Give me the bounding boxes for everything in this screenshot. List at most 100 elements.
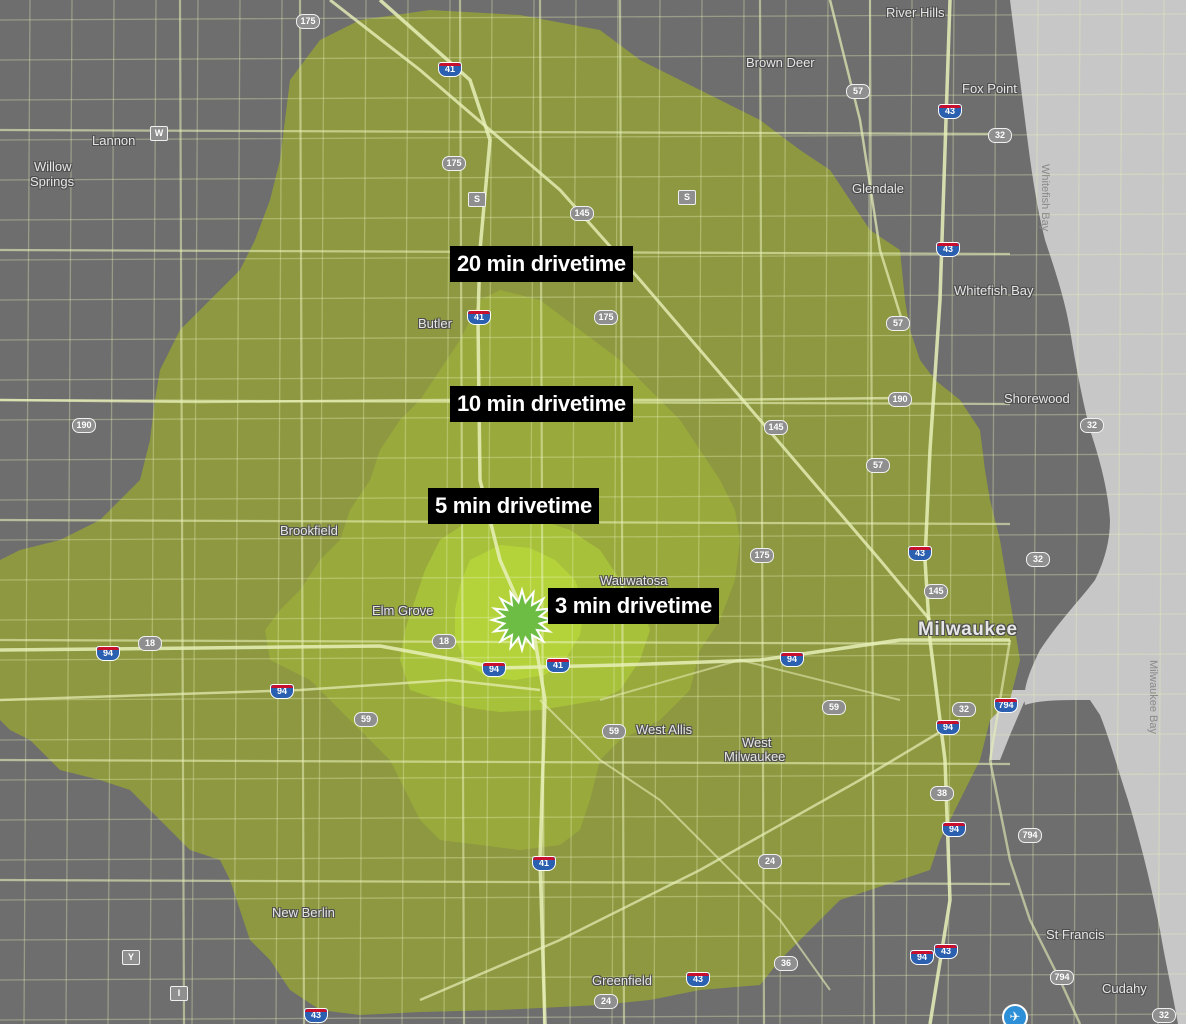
interstate-shield: 794	[994, 698, 1018, 713]
place-whitefish-bay: Whitefish Bay	[954, 283, 1034, 298]
place-milwaukee: Milwaukee	[918, 619, 1018, 640]
road	[868, 0, 876, 1024]
interstate-shield: 94	[270, 684, 294, 699]
interstate-shield: 43	[908, 546, 932, 561]
highway	[378, 0, 547, 1024]
route-shield: 38	[930, 786, 954, 801]
road	[821, 0, 829, 1024]
road	[107, 0, 115, 1024]
road	[0, 853, 1186, 861]
road	[0, 733, 1186, 741]
road	[191, 0, 199, 1024]
route-shield: 145	[924, 584, 948, 599]
route-shield: 175	[594, 310, 618, 325]
route-shield: 32	[1026, 552, 1050, 567]
place-glendale: Glendale	[852, 181, 905, 196]
highway	[0, 678, 541, 702]
road	[737, 0, 745, 1024]
place-west-milwaukee: Milwaukee	[724, 749, 786, 764]
interstate-shield: 43	[686, 972, 710, 987]
interstate-shield: 43	[304, 1008, 328, 1023]
route-shield: 175	[296, 14, 320, 29]
route-shield: 190	[888, 392, 912, 407]
interstate-shield: 94	[936, 720, 960, 735]
route-shield: 32	[1080, 418, 1104, 433]
road	[0, 933, 1186, 941]
place-willow: Willow	[34, 159, 72, 174]
road	[905, 0, 913, 1024]
place-river-hills: River Hills	[886, 5, 945, 20]
interstate-shield: 94	[942, 822, 966, 837]
place-west: West	[742, 735, 772, 750]
road	[0, 758, 1011, 766]
interstate-shield: 41	[467, 310, 491, 325]
road	[0, 773, 1186, 781]
road	[1157, 0, 1165, 1024]
route-shield: Y	[122, 950, 140, 965]
route-shield: 175	[750, 548, 774, 563]
route-shield: I	[170, 986, 188, 1001]
road	[695, 0, 703, 1024]
road	[0, 173, 1186, 181]
road	[149, 0, 157, 1024]
place-wauwatosa: Wauwatosa	[600, 573, 668, 588]
route-shield: 32	[988, 128, 1012, 143]
interstate-shield: 41	[532, 856, 556, 871]
place-cudahy: Cudahy	[1102, 981, 1147, 996]
road	[0, 813, 1186, 821]
road	[0, 653, 1186, 661]
road	[0, 128, 1011, 136]
road	[0, 638, 1011, 646]
water-milwaukee-bay: Milwaukee Bay	[1147, 660, 1159, 734]
place-west-allis: West Allis	[636, 722, 693, 737]
route-shield: 175	[442, 156, 466, 171]
interstate-shield: 43	[938, 104, 962, 119]
place-greenfield: Greenfield	[592, 973, 652, 988]
road	[275, 0, 283, 1024]
interstate-shield: 94	[780, 652, 804, 667]
place-shorewood: Shorewood	[1004, 391, 1070, 406]
route-shield: 59	[602, 724, 626, 739]
route-shield: 24	[594, 994, 618, 1009]
site-marker-starburst[interactable]	[488, 586, 556, 654]
road	[0, 373, 1186, 381]
label-5-min-drivetime: 5 min drivetime	[428, 488, 599, 524]
label-20-min-drivetime: 20 min drivetime	[450, 246, 633, 282]
road	[0, 693, 1186, 701]
road	[1115, 0, 1123, 1024]
water-whitefish-bay: Whitefish Bay	[1039, 164, 1051, 232]
place-brookfield: Brookfield	[280, 523, 338, 538]
interstate-shield: 41	[438, 62, 462, 77]
lake-michigan	[1010, 0, 1186, 1024]
highway	[599, 658, 901, 701]
route-shield: 57	[846, 84, 870, 99]
road	[0, 453, 1186, 461]
road	[23, 0, 31, 1024]
airport-icon: ✈	[1002, 1004, 1028, 1024]
route-shield: 24	[758, 854, 782, 869]
route-shield: 18	[138, 636, 162, 651]
route-shield: 794	[1050, 970, 1074, 985]
road	[0, 53, 1186, 61]
road	[779, 0, 787, 1024]
route-shield: 59	[822, 700, 846, 715]
road	[298, 0, 306, 1024]
road	[65, 0, 73, 1024]
road	[611, 0, 619, 1024]
place-fox-point: Fox Point	[962, 81, 1017, 96]
interstate-shield: 94	[96, 646, 120, 661]
road	[0, 93, 1186, 101]
road	[618, 0, 626, 1024]
route-shield: 190	[72, 418, 96, 433]
road	[317, 0, 325, 1024]
road	[0, 293, 1186, 301]
highway	[419, 718, 961, 1002]
place-butler: Butler	[418, 316, 452, 331]
road	[0, 1013, 1186, 1021]
interstate-shield: 94	[482, 662, 506, 677]
road	[1073, 0, 1081, 1024]
route-shield: 32	[952, 702, 976, 717]
place-st-francis: St Francis	[1046, 927, 1105, 942]
place-brown-deer: Brown Deer	[746, 55, 815, 70]
